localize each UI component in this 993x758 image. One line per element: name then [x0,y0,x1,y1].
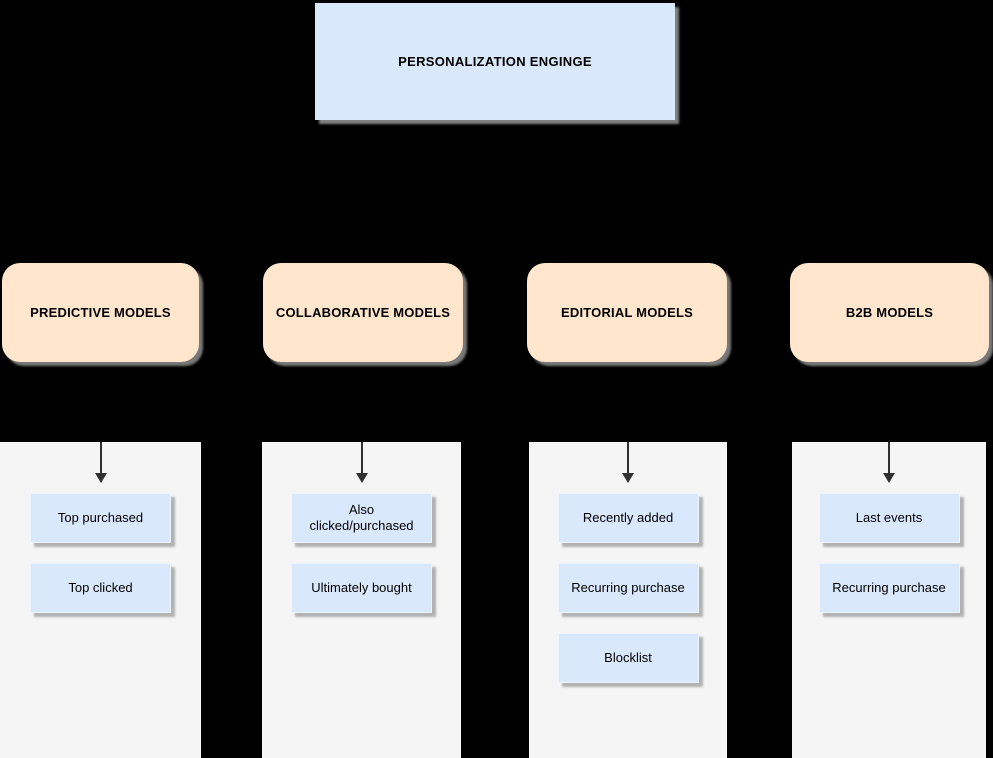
arrowhead [355,473,368,483]
arrowhead [94,473,107,483]
arrowhead [883,473,895,483]
arrow-shaft [99,442,102,474]
item-node[interactable]: Top clicked [30,563,171,613]
item-label: Recurring purchase [832,579,946,595]
category-node-collaborative[interactable]: COLLABORATIVE MODELS [263,263,463,362]
item-label: Ultimately bought [311,579,412,595]
category-node-predictive[interactable]: PREDICTIVE MODELS [2,263,199,362]
item-node[interactable]: Ultimately bought [291,563,432,613]
item-label: Last events [855,509,923,525]
item-node[interactable]: Recurring purchase [818,563,960,613]
arrow-down-icon [94,442,108,484]
item-node[interactable]: Recently added [557,493,699,543]
category-label: EDITORIAL MODELS [560,305,693,320]
personalization-engine-label: PERSONALIZATION ENGINGE [398,54,592,69]
item-node[interactable]: Last events [818,493,960,543]
item-label: Recurring purchase [571,579,685,595]
item-node[interactable]: Recurring purchase [557,563,699,613]
arrow-down-icon [621,442,635,484]
arrow-shaft [888,442,890,474]
item-label: Recently added [582,509,674,525]
arrow-down-icon [882,442,896,484]
item-node[interactable]: Blocklist [557,633,699,683]
item-label: Blocklist [604,649,652,665]
category-label: B2B MODELS [845,305,934,320]
category-node-b2b[interactable]: B2B MODELS [790,263,989,362]
arrow-shaft [360,442,363,474]
item-node[interactable]: Also clicked/purchased [291,493,432,543]
personalization-engine-node[interactable]: PERSONALIZATION ENGINGE [315,3,675,120]
arrowhead [622,473,634,483]
item-label: Top purchased [57,509,144,525]
item-label: Top clicked [68,579,133,595]
category-node-editorial[interactable]: EDITORIAL MODELS [527,263,727,362]
item-label: Also clicked/purchased [309,501,414,533]
item-node[interactable]: Top purchased [30,493,171,543]
category-label: COLLABORATIVE MODELS [275,305,451,320]
arrow-shaft [627,442,629,474]
arrow-down-icon [355,442,369,484]
category-label: PREDICTIVE MODELS [30,305,171,320]
